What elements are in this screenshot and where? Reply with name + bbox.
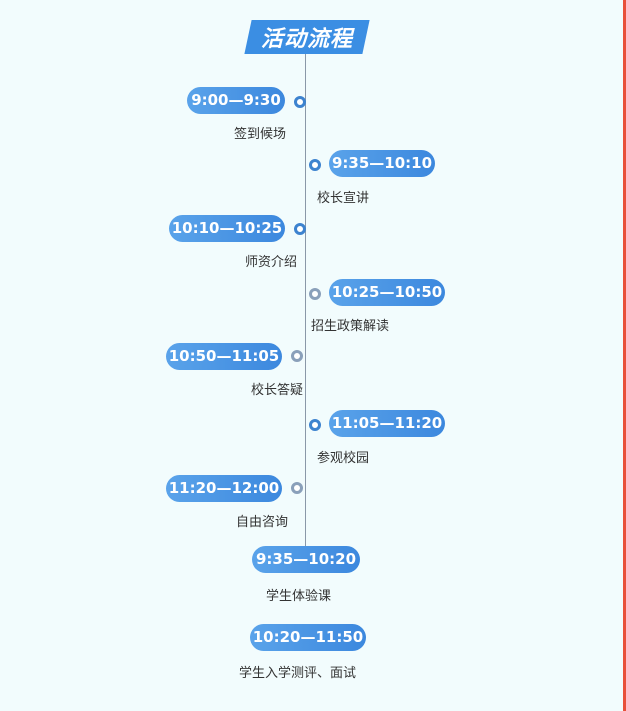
page-title: 活动流程 (260, 27, 353, 52)
timeline-label-3: 师资介绍 (245, 255, 298, 270)
title-banner: 活动流程 (244, 20, 370, 54)
timeline-time-pill-8: 9:35—10:20 (252, 546, 360, 573)
timeline-label-5: 校长答疑 (251, 383, 304, 398)
timeline-label-6: 参观校园 (317, 451, 370, 466)
timeline-label-7: 自由咨询 (236, 515, 289, 530)
timeline-time-pill-7: 11:20—12:00 (166, 475, 282, 502)
timeline-dot-2 (309, 159, 321, 171)
timeline-time-pill-5: 10:50—11:05 (166, 343, 282, 370)
timeline-dot-4 (309, 288, 321, 300)
timeline-time-pill-6: 11:05—11:20 (329, 410, 445, 437)
right-edge-border (623, 0, 626, 711)
timeline-label-4: 招生政策解读 (311, 319, 390, 334)
timeline-time-pill-4: 10:25—10:50 (329, 279, 445, 306)
timeline-dot-6 (309, 419, 321, 431)
timeline-time-pill-9: 10:20—11:50 (250, 624, 366, 651)
timeline-time-pill-1: 9:00—9:30 (187, 87, 285, 114)
timeline-dot-7 (291, 482, 303, 494)
timeline-label-9: 学生入学测评、面试 (239, 666, 357, 681)
timeline-axis (305, 54, 306, 546)
timeline-dot-3 (294, 223, 306, 235)
timeline-label-2: 校长宣讲 (317, 191, 370, 206)
timeline-label-8: 学生体验课 (266, 589, 332, 604)
timeline-time-pill-3: 10:10—10:25 (169, 215, 285, 242)
timeline-dot-5 (291, 350, 303, 362)
timeline-time-pill-2: 9:35—10:10 (329, 150, 435, 177)
timeline-dot-1 (294, 96, 306, 108)
timeline-label-1: 签到候场 (234, 127, 287, 142)
